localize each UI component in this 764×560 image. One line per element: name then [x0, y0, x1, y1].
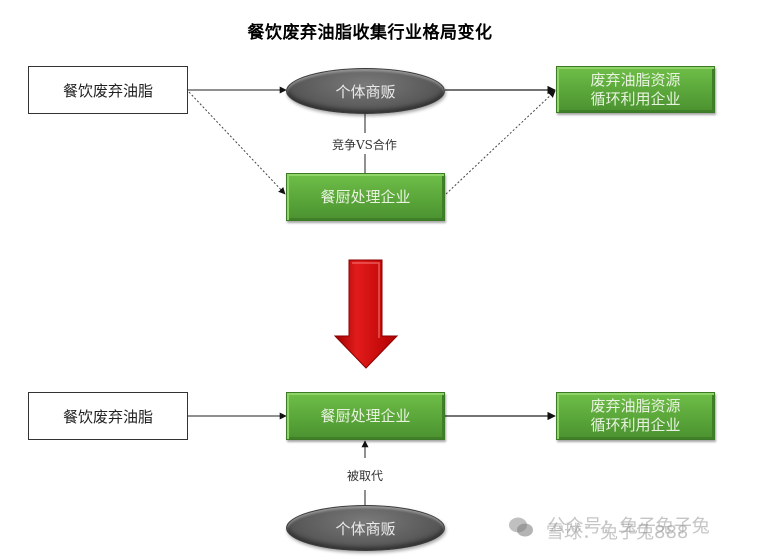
- vendor-label: 个体商贩: [335, 519, 396, 538]
- vendor-oval-after: 个体商贩: [286, 505, 445, 551]
- recycler-label-line1: 废弃油脂资源: [590, 70, 681, 89]
- dashed-arrow-processor-to-recycler: [445, 90, 556, 195]
- diagram-title: 餐饮废弃油脂收集行业格局变化: [247, 23, 493, 43]
- recycler-label-line2: 循环利用企业: [590, 89, 681, 108]
- recycler-box-before: 废弃油脂资源 循环利用企业: [556, 66, 715, 113]
- vendor-oval-before: 个体商贩: [286, 68, 445, 114]
- source-label: 餐饮废弃油脂: [62, 407, 153, 426]
- processor-label: 餐厨处理企业: [320, 406, 411, 425]
- recycler-label-line1: 废弃油脂资源: [590, 397, 681, 415]
- source-label: 餐饮废弃油脂: [62, 81, 153, 100]
- processor-box-after: 餐厨处理企业: [286, 392, 445, 440]
- dashed-arrow-source-to-processor: [188, 91, 286, 195]
- source-box-after: 餐饮废弃油脂: [28, 392, 188, 440]
- watermark-line1: 公众号：兔子兔子兔: [547, 516, 710, 537]
- relation-label-before: 竞争VS合作: [329, 135, 400, 154]
- recycler-label-line2: 循环利用企业: [590, 416, 681, 434]
- vendor-label: 个体商贩: [335, 82, 396, 101]
- source-box-before: 餐饮废弃油脂: [28, 66, 188, 114]
- processor-label: 餐厨处理企业: [320, 187, 411, 206]
- wechat-icon: [509, 517, 533, 537]
- watermark-line2: 雪球：兔子兔888: [546, 522, 689, 543]
- processor-box-before: 餐厨处理企业: [286, 173, 445, 221]
- recycler-box-after: 废弃油脂资源 循环利用企业: [556, 392, 715, 440]
- watermark: 公众号：兔子兔子兔 雪球：兔子兔888: [508, 512, 710, 543]
- relation-label-after: 被取代: [344, 466, 387, 485]
- down-arrow-icon: [333, 259, 399, 369]
